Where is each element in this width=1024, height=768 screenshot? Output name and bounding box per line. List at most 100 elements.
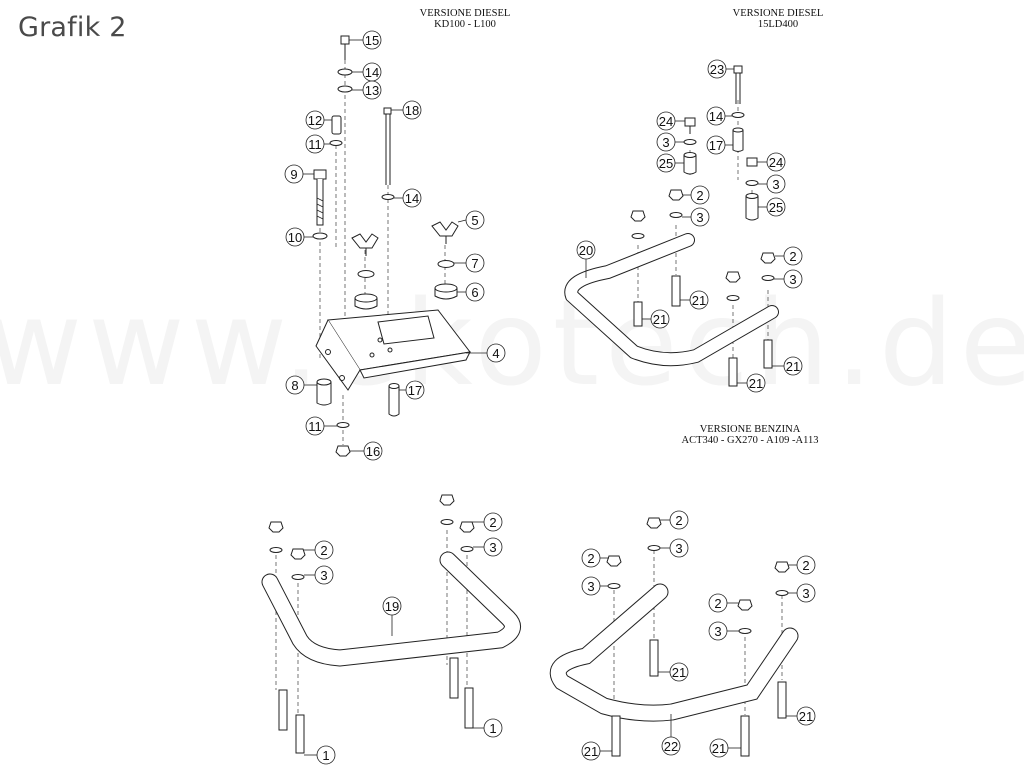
svg-text:19: 19: [385, 599, 399, 614]
svg-text:21: 21: [786, 359, 800, 374]
caption-15ld400-line2: 15LD400: [757, 19, 799, 30]
callout-14: 14: [394, 188, 422, 208]
svg-text:3: 3: [772, 177, 779, 192]
callout-10: 10: [285, 227, 313, 247]
svg-text:1: 1: [322, 748, 329, 763]
callout-1: 1: [304, 745, 336, 765]
callout-23: 23: [707, 59, 734, 79]
svg-text:3: 3: [696, 210, 703, 225]
svg-text:24: 24: [659, 114, 673, 129]
callout-17: 17: [706, 135, 733, 155]
callout-19: 19: [382, 596, 402, 636]
svg-text:24: 24: [769, 155, 783, 170]
callout-13: 13: [352, 80, 382, 100]
callout-18: 18: [391, 100, 422, 120]
svg-text:15: 15: [365, 33, 379, 48]
svg-text:21: 21: [692, 293, 706, 308]
callout-21: 21: [658, 662, 689, 682]
svg-text:16: 16: [366, 444, 380, 459]
callout-24: 24: [656, 111, 685, 131]
svg-text:25: 25: [769, 200, 783, 215]
kd100-assembly: [312, 35, 471, 457]
callout-25: 25: [656, 153, 684, 173]
callout-24: 24: [757, 152, 786, 172]
callout-3: 3: [682, 207, 710, 227]
svg-text:2: 2: [587, 551, 594, 566]
callout-17: 17: [399, 380, 425, 400]
svg-text:3: 3: [662, 135, 669, 150]
svg-text:3: 3: [489, 540, 496, 555]
assembly-22: [549, 517, 799, 757]
caption-kd100: VERSIONE DIESEL KD100 - L100: [405, 8, 525, 30]
svg-text:21: 21: [712, 741, 726, 756]
svg-text:21: 21: [799, 709, 813, 724]
callout-21: 21: [680, 290, 709, 310]
callout-21: 21: [737, 373, 766, 393]
callout-3: 3: [304, 565, 334, 585]
callout-2: 2: [708, 593, 739, 613]
callout-3: 3: [788, 583, 816, 603]
svg-text:18: 18: [405, 103, 419, 118]
svg-text:3: 3: [789, 272, 796, 287]
callout-8: 8: [285, 375, 317, 395]
svg-text:8: 8: [291, 378, 298, 393]
svg-text:2: 2: [320, 543, 327, 558]
callout-11: 11: [305, 134, 330, 154]
callout-3: 3: [774, 269, 803, 289]
svg-text:23: 23: [710, 62, 724, 77]
callout-21: 21: [581, 741, 612, 761]
callouts: 15 14 13 18 12 11 9 14 5 10 7 6 4 8 17 1…: [284, 30, 816, 765]
callout-3: 3: [708, 621, 739, 641]
svg-text:20: 20: [579, 243, 593, 258]
svg-text:10: 10: [288, 230, 302, 245]
svg-text:3: 3: [802, 586, 809, 601]
svg-text:17: 17: [709, 138, 723, 153]
svg-text:3: 3: [714, 624, 721, 639]
svg-text:2: 2: [714, 596, 721, 611]
15ld400-assembly: [564, 65, 779, 387]
callout-22: 22: [661, 714, 681, 756]
svg-text:11: 11: [308, 419, 322, 434]
svg-text:14: 14: [365, 65, 379, 80]
svg-text:14: 14: [709, 109, 723, 124]
svg-text:2: 2: [802, 558, 809, 573]
callout-6: 6: [457, 282, 485, 302]
callout-1: 1: [473, 718, 503, 738]
caption-kd100-line1: VERSIONE DIESEL: [419, 8, 511, 19]
svg-text:2: 2: [696, 188, 703, 203]
svg-text:14: 14: [405, 191, 419, 206]
svg-text:21: 21: [672, 665, 686, 680]
page-title: Grafik 2: [18, 12, 127, 43]
callout-3: 3: [660, 538, 689, 558]
svg-text:2: 2: [675, 513, 682, 528]
callout-2: 2: [788, 555, 816, 575]
svg-text:5: 5: [471, 213, 478, 228]
svg-text:25: 25: [659, 156, 673, 171]
callout-14: 14: [352, 62, 382, 82]
callout-21: 21: [709, 738, 741, 758]
svg-text:17: 17: [408, 383, 422, 398]
callout-2: 2: [303, 540, 334, 560]
caption-15ld400: VERSIONE DIESEL 15LD400: [718, 8, 838, 30]
svg-text:11: 11: [308, 137, 322, 152]
callout-16: 16: [350, 441, 383, 461]
assembly-19: [261, 494, 521, 754]
caption-15ld400-line1: VERSIONE DIESEL: [732, 8, 824, 19]
svg-text:21: 21: [584, 744, 598, 759]
callout-4: 4: [466, 343, 506, 363]
callout-2: 2: [683, 185, 710, 205]
svg-text:2: 2: [789, 249, 796, 264]
callout-21: 21: [772, 356, 803, 376]
callout-5: 5: [457, 210, 485, 230]
callout-3: 3: [473, 537, 503, 557]
callout-3: 3: [656, 132, 684, 152]
callout-9: 9: [284, 164, 314, 184]
callout-15: 15: [349, 30, 382, 50]
svg-text:4: 4: [492, 346, 499, 361]
callout-3: 3: [581, 576, 608, 596]
callout-21: 21: [786, 706, 816, 726]
callout-7: 7: [454, 253, 485, 273]
svg-text:9: 9: [290, 167, 297, 182]
callout-14: 14: [706, 106, 732, 126]
